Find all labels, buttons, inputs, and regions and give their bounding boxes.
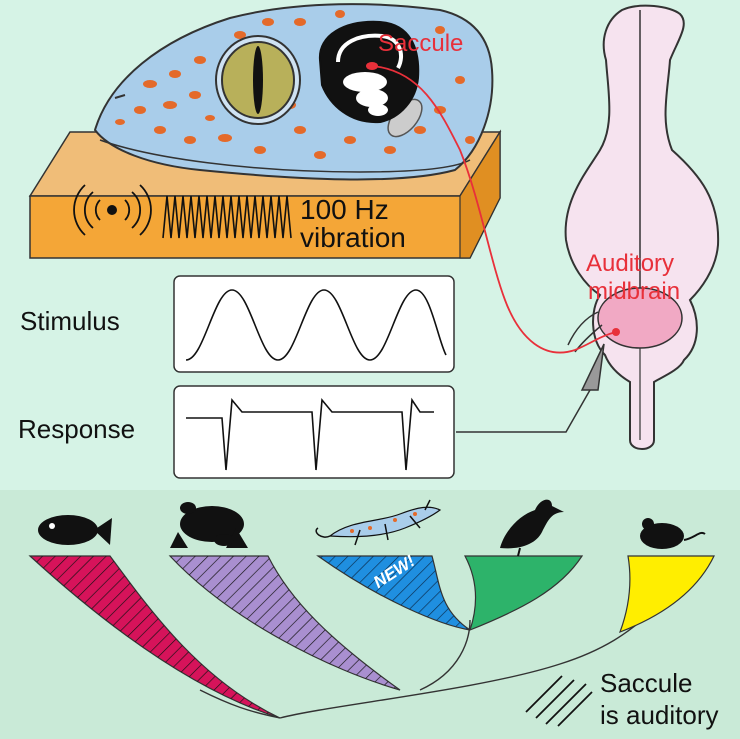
vibration-label-line2: vibration [300,222,406,253]
lizard-icon [315,499,442,546]
response-waveform [186,397,434,471]
legend-hatch-swatch [525,675,593,727]
stimulus-waveform [185,289,447,361]
vibration-label-line1: 100 Hz [300,194,389,225]
auditory-midbrain-label-line1: Auditory [586,250,675,277]
auditory-midbrain-label-line2: midbrain [588,278,681,305]
frog-icon [170,502,248,548]
branch-mammal [618,555,715,634]
legend-label-line2: is auditory [600,700,719,730]
nerve-path [371,65,617,354]
bird-icon [500,499,564,557]
stimulus-label: Stimulus [20,306,120,336]
fish-icon [38,515,112,545]
inner-ear [318,20,420,124]
vibration-waveform [162,195,292,239]
speaker-icon [73,184,152,236]
gecko-spots [115,10,475,159]
saccule-label: Saccule [378,30,464,57]
mouse-icon [640,518,706,549]
phylogeny-lines [199,609,656,719]
response-label: Response [18,414,136,444]
gecko-eye [215,35,301,125]
legend-label-line1: Saccule [600,668,693,698]
branch-bird [464,555,584,632]
recording-wire [456,389,591,433]
